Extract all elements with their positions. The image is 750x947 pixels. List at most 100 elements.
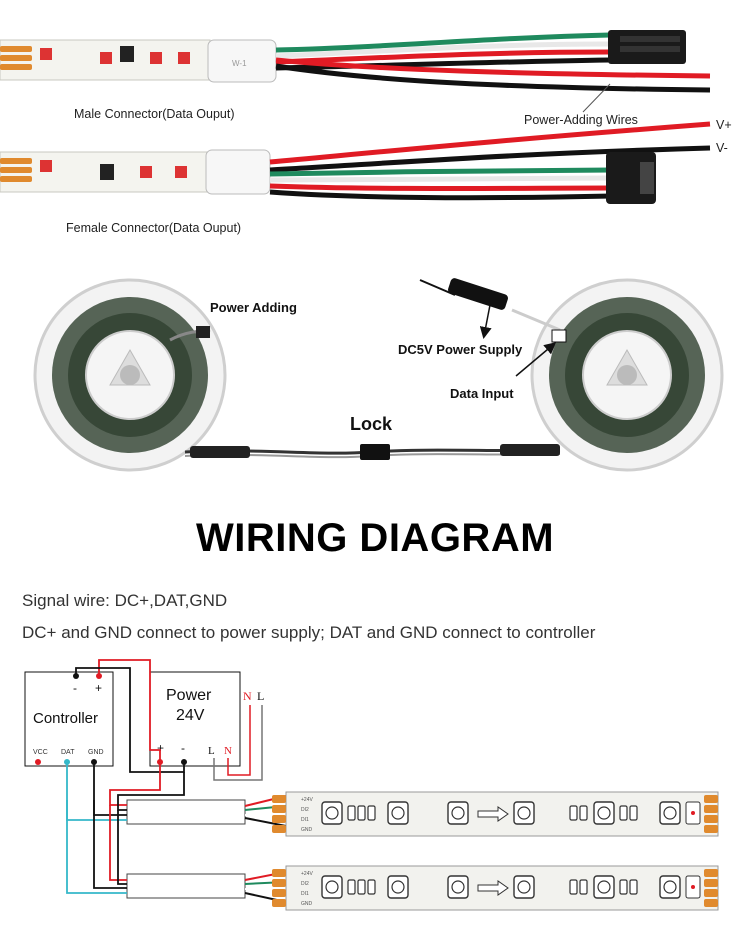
female-connector-assembly: Female Connector(Data Ouput) V+ V- xyxy=(0,118,732,235)
strip-pin-label: +24V xyxy=(301,871,313,877)
power-add-black-wire xyxy=(275,63,711,93)
strip-pad-left xyxy=(272,899,286,907)
data-input-label: Data Input xyxy=(450,386,514,401)
power-l-top-label: L xyxy=(257,689,264,703)
left-reel xyxy=(33,278,227,472)
led-chip-icon xyxy=(40,160,52,172)
male-connector-label: Male Connector(Data Ouput) xyxy=(74,107,235,121)
power-label-line2: 24V xyxy=(176,707,205,724)
resistor-icon xyxy=(579,879,588,895)
led-chip-icon xyxy=(659,801,681,825)
controller-gnd-label: GND xyxy=(88,749,104,756)
controller-minus-label: - xyxy=(73,681,77,695)
strip-pad-right xyxy=(704,795,718,803)
copper-pads-female xyxy=(0,158,32,182)
power-minus-label: - xyxy=(181,741,185,755)
junction-sleeve-bottom xyxy=(126,873,246,899)
controller-dat-label: DAT xyxy=(61,749,75,756)
led-chip-icon xyxy=(175,166,187,178)
led-lens xyxy=(517,806,531,820)
led-chip-icon xyxy=(178,52,190,64)
led-chip-icon xyxy=(321,801,343,825)
led-chip-icon xyxy=(150,52,162,64)
strip-pad-left xyxy=(272,889,286,897)
led-lens xyxy=(451,806,465,820)
led-chip-icon xyxy=(100,52,112,64)
power-adding-wires-label: Power-Adding Wires xyxy=(524,113,638,127)
controller-plus-label: + xyxy=(95,681,102,695)
controller-vcc-label: VCC xyxy=(33,749,48,756)
controller-box: Controller - + VCC DAT GND xyxy=(24,671,114,767)
arrow-icon xyxy=(477,880,509,896)
power-n-bottom-label: N xyxy=(224,745,232,757)
led-lens xyxy=(517,880,531,894)
v-plus-label: V+ xyxy=(716,118,732,132)
led-chip-icon xyxy=(40,48,52,60)
led-lens xyxy=(391,806,405,820)
ic-chip-icon xyxy=(100,164,114,180)
strip-pad-right xyxy=(704,805,718,813)
power-supply-box: Power 24V + - L N xyxy=(149,671,241,767)
strip-pin-label: GND xyxy=(301,827,313,833)
strip-pad-right xyxy=(704,869,718,877)
resistor-icon xyxy=(619,805,628,821)
power-l-bottom-label: L xyxy=(208,745,215,757)
arrow-icon xyxy=(477,806,509,822)
led-chip-icon xyxy=(593,875,615,899)
led-chip-icon xyxy=(659,875,681,899)
led-dot xyxy=(691,811,695,815)
connection-instructions-text: DC+ and GND connect to power supply; DAT… xyxy=(22,623,596,642)
resistor-icon xyxy=(579,805,588,821)
strip-pad-left xyxy=(272,805,286,813)
male-connector-assembly: W-1 Male Connector(Data Ouput) xyxy=(0,30,711,121)
strip-pin-label: DI2 xyxy=(301,807,309,813)
lock-label: Lock xyxy=(350,414,393,434)
strip-pad-left xyxy=(272,815,286,823)
strip-pin-label: DI1 xyxy=(301,891,309,897)
strip-pad-left xyxy=(272,869,286,877)
junction-sleeve-top xyxy=(126,799,246,825)
dc5v-supply-label: DC5V Power Supply xyxy=(398,342,523,357)
power-plus-label: + xyxy=(157,741,164,755)
resistor-icon xyxy=(367,805,376,821)
led-chip-icon xyxy=(513,875,535,899)
controller-label: Controller xyxy=(33,710,98,727)
led-chip-icon xyxy=(321,875,343,899)
strip-pad-right xyxy=(704,889,718,897)
heat-shrink-sleeve-female xyxy=(205,149,271,195)
power-adding-label: Power Adding xyxy=(210,300,297,315)
led-lens xyxy=(325,806,339,820)
resistor-icon xyxy=(347,879,356,895)
led-chip-icon xyxy=(513,801,535,825)
resistor-icon xyxy=(347,805,356,821)
dc5v-plug xyxy=(448,278,508,310)
led-chip-icon xyxy=(593,801,615,825)
led-chip-icon xyxy=(387,801,409,825)
ic-chip-icon xyxy=(120,46,134,62)
led-lens xyxy=(451,880,465,894)
resistor-icon xyxy=(357,805,366,821)
led-lens xyxy=(597,806,611,820)
strip-pad-right xyxy=(704,899,718,907)
led-lens xyxy=(325,880,339,894)
copper-pads-male xyxy=(0,46,32,70)
strip-pad-left xyxy=(272,825,286,833)
led-lens xyxy=(391,880,405,894)
strip-pad-right xyxy=(704,879,718,887)
strip-pad-left xyxy=(272,879,286,887)
lock-connector xyxy=(360,444,390,460)
strip-pin-label: DI1 xyxy=(301,817,309,823)
resistor-icon xyxy=(619,879,628,895)
strip-pad-right xyxy=(704,815,718,823)
power-add-red-wire xyxy=(275,57,711,79)
resistor-icon xyxy=(367,879,376,895)
v-plus-wire xyxy=(269,121,711,165)
led-dot xyxy=(691,885,695,889)
resistor-icon xyxy=(569,879,578,895)
female-connector-label: Female Connector(Data Ouput) xyxy=(66,221,241,235)
resistor-icon xyxy=(629,805,638,821)
v-minus-label: V- xyxy=(716,141,728,155)
